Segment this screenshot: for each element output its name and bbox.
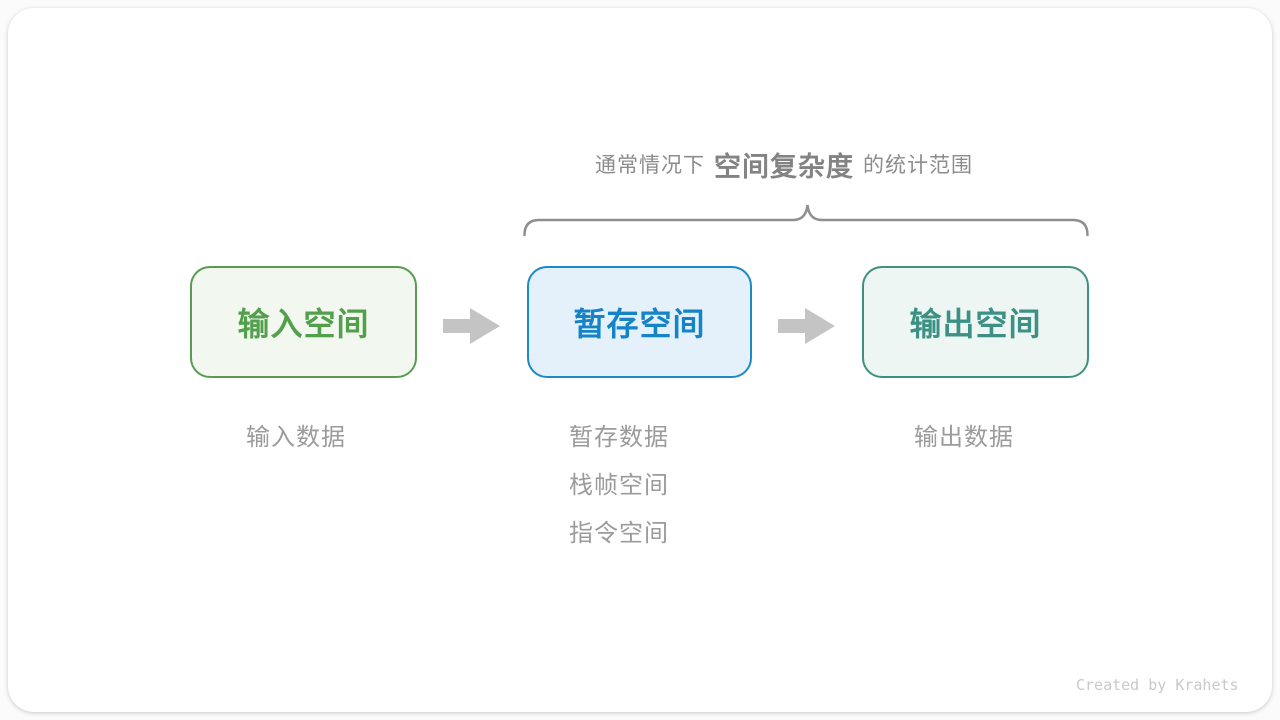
- credit-text: Created by Krahets: [1076, 676, 1239, 694]
- output-space-label: 输出空间: [909, 306, 1042, 342]
- output-space-box: 输出空间: [862, 266, 1089, 378]
- buffer-note-line: 暂存数据: [569, 424, 669, 451]
- output-data-note: 输出数据: [914, 424, 1014, 451]
- caption-suffix: 的统计范围: [863, 154, 973, 177]
- input-data-note: 输入数据: [246, 424, 346, 451]
- input-space-box: 输入空间: [190, 266, 417, 378]
- buffer-notes: 暂存数据 栈帧空间 指令空间: [569, 414, 669, 558]
- caption-prefix: 通常情况下: [595, 154, 705, 177]
- buffer-space-label: 暂存空间: [573, 306, 706, 342]
- arrow-right-icon: [778, 308, 835, 344]
- scope-caption: 通常情况下 空间复杂度 的统计范围: [404, 144, 1164, 184]
- input-space-label: 输入空间: [237, 306, 370, 342]
- arrow-right-icon: [443, 308, 500, 344]
- buffer-note-line: 栈帧空间: [569, 472, 669, 499]
- brace-icon: [523, 204, 1089, 237]
- buffer-note-line: 指令空间: [569, 520, 669, 547]
- caption-highlight: 空间复杂度: [714, 151, 854, 182]
- buffer-space-box: 暂存空间: [527, 266, 752, 378]
